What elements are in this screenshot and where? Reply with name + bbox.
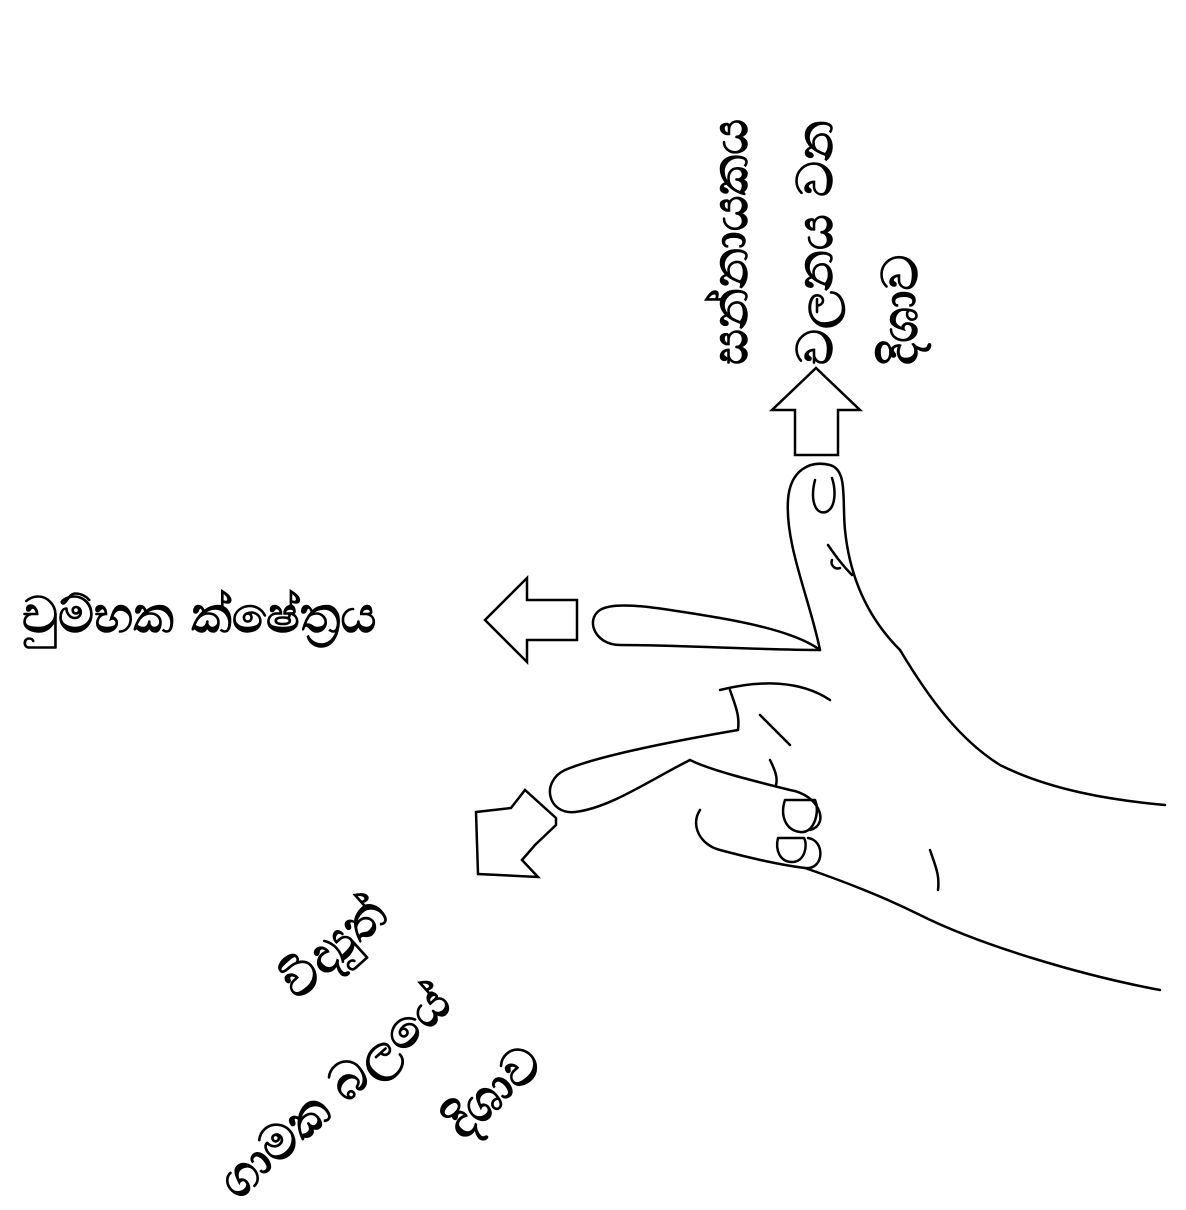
- arrow-up-icon: [768, 366, 864, 457]
- arrow-left-icon: [483, 574, 579, 666]
- hand-outline: [548, 462, 1167, 992]
- motion-label-line-2: චලනය වන: [786, 120, 844, 365]
- motion-label-line-1: සන්නායකය: [701, 118, 759, 365]
- emf-label-line-2: ගාමක බලයේ: [207, 972, 462, 1210]
- emf-label-line-3: දිශාව: [432, 1033, 554, 1151]
- motion-direction-label: සන්නායකය චලනය වන දිශාව: [685, 35, 975, 365]
- emf-direction-label: විද්‍යුත් ගාමක බලයේ දිශාව: [180, 840, 600, 1210]
- emf-label-line-1: විද්‍යුත්: [267, 884, 398, 1011]
- motion-label-line-3: දිශාව: [871, 254, 929, 365]
- magnetic-field-label: චුම්භක ක්ෂේත්‍රය: [22, 586, 377, 644]
- arrow-down-left-icon: [474, 788, 558, 879]
